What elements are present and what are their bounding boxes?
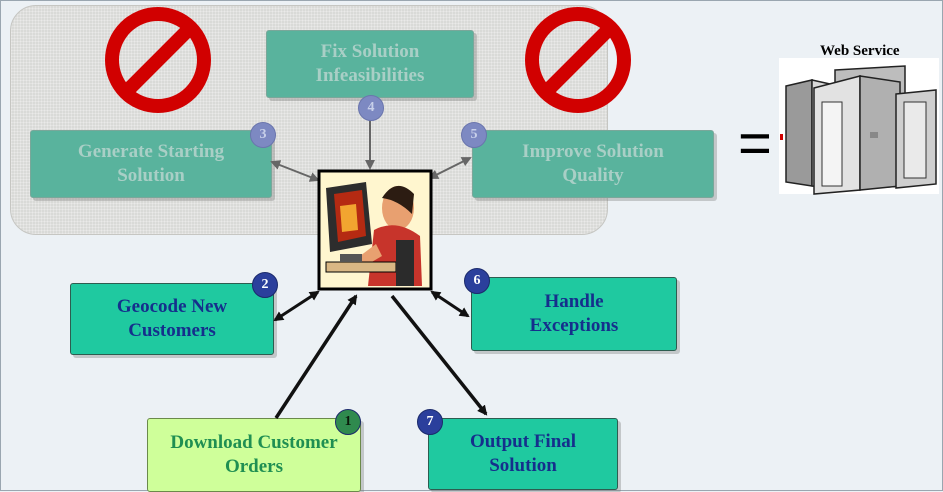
arrow-step1 [274,294,358,419]
arrow-step2 [273,290,320,322]
step-handle-exceptions: Handle Exceptions [471,277,677,351]
step-7-label: Output Final Solution [469,431,577,476]
person-at-computer-icon [317,169,433,291]
step-geocode-new-customers: Geocode New Customers [70,283,274,355]
step-improve-solution-quality: Improve Solution Quality [472,130,714,198]
step-2-badge: 2 [252,272,278,298]
arrow-step5 [428,157,472,179]
step-7-badge: 7 [417,409,443,435]
step-generate-starting-solution: Generate Starting Solution [30,130,272,198]
step-5-label: Improve Solution Quality [522,141,664,186]
step-3-badge: 3 [250,122,276,148]
step-fix-solution-infeasibilities: Fix Solution Infeasibilities [266,30,474,98]
step-output-final-solution: Output Final Solution [428,418,618,490]
step-1-label: Download Customer Orders [170,432,338,477]
step-download-customer-orders: Download Customer Orders [147,418,361,492]
equals-sign: = [738,111,772,176]
arrow-step6 [430,290,470,318]
step-5-badge: 5 [461,122,487,148]
step-1-badge: 1 [335,409,361,435]
step-3-label: Generate Starting Solution [77,141,225,186]
web-service-label: Web Service [820,43,900,59]
step-6-badge: 6 [464,268,490,294]
arrow-step7 [390,294,488,416]
step-6-label: Handle Exceptions [529,291,619,336]
prohibited-icon [525,7,631,113]
step-4-label: Fix Solution Infeasibilities [315,41,425,86]
step-2-label: Geocode New Customers [116,296,228,341]
step-4-badge: 4 [358,95,384,121]
server-icon [779,58,939,195]
arrow-step3 [270,160,320,182]
prohibited-icon [105,7,211,113]
